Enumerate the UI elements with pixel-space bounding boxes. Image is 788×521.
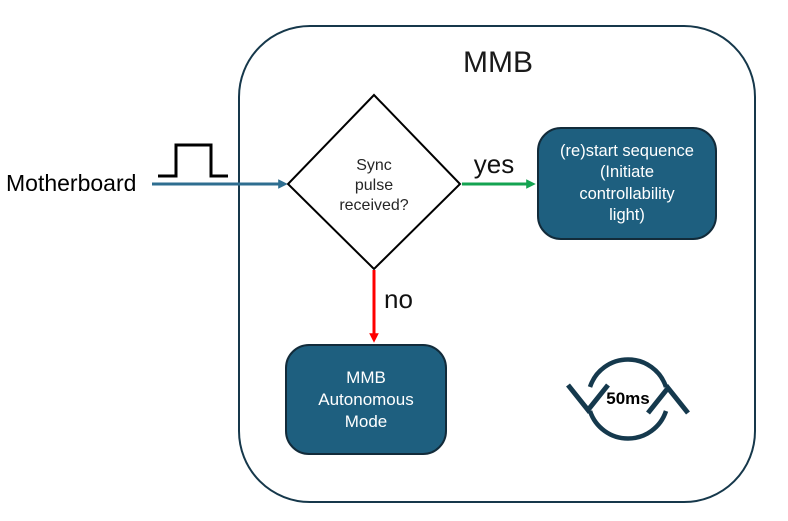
loop-interval-label: 50ms xyxy=(606,389,650,408)
motherboard-label: Motherboard xyxy=(6,170,137,196)
container-title: MMB xyxy=(463,46,533,79)
decision-question-line: pulse xyxy=(354,177,394,194)
restart-sequence-box-line: (Initiate xyxy=(599,163,655,181)
square-pulse-icon xyxy=(158,143,228,178)
no-branch-label: no xyxy=(384,284,413,314)
restart-sequence-box-line: (re)start sequence xyxy=(560,141,694,160)
autonomous-mode-box-line: Autonomous xyxy=(318,389,414,409)
restart-sequence-box-line: light) xyxy=(609,206,645,224)
yes-branch-label: yes xyxy=(473,149,515,179)
mmb-system-boundary xyxy=(238,25,756,503)
autonomous-mode-box: MMB Autonomous Mode xyxy=(285,344,447,455)
restart-sequence-box: (re)start sequence (Initiate controllabi… xyxy=(537,127,717,240)
restart-sequence-box-line: controllability xyxy=(579,184,675,203)
decision-question: Sync pulse received? xyxy=(294,156,454,216)
autonomous-mode-box-line: Mode xyxy=(344,411,388,431)
decision-question-line: Sync xyxy=(356,157,392,174)
autonomous-mode-box-line: MMB xyxy=(346,367,386,387)
decision-question-line: received? xyxy=(339,197,409,214)
